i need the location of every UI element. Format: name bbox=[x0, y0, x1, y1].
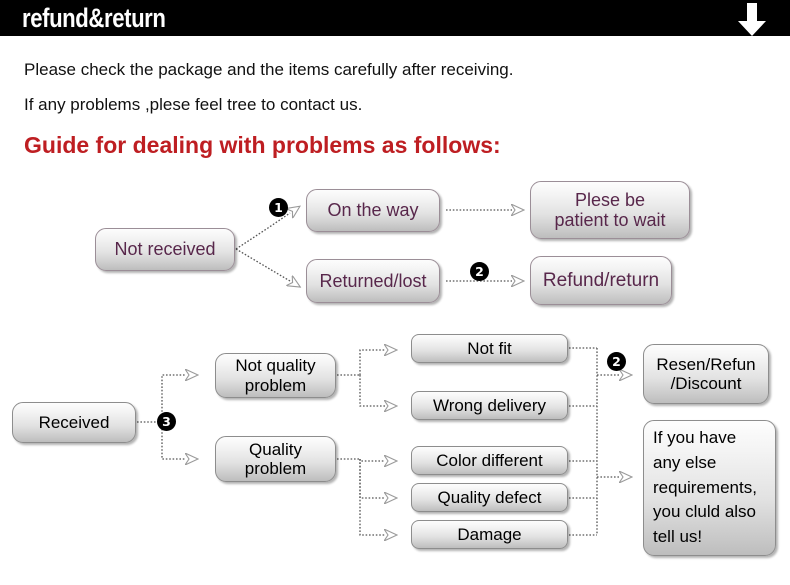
page-header-bar: refund&return bbox=[0, 0, 790, 36]
box-label-line-1: If you have bbox=[653, 428, 737, 448]
box-quality-problem[interactable]: Quality problem bbox=[215, 436, 336, 482]
box-label-line-1: Plese be bbox=[574, 189, 646, 210]
box-refund-return[interactable]: Refund/return bbox=[530, 256, 672, 305]
box-label: Quality defect bbox=[437, 487, 542, 507]
box-label-line-2: any else bbox=[653, 453, 717, 473]
box-returned-lost[interactable]: Returned/lost bbox=[306, 259, 440, 303]
box-label: Not fit bbox=[467, 338, 512, 358]
box-label-line-2: patient to wait bbox=[554, 210, 666, 230]
box-quality-defect[interactable]: Quality defect bbox=[411, 483, 568, 512]
step-marker-3: 3 bbox=[157, 412, 176, 431]
box-label-line-2: /Discount bbox=[670, 374, 742, 393]
box-wrong-delivery[interactable]: Wrong delivery bbox=[411, 391, 568, 420]
box-label-line-2: problem bbox=[244, 459, 307, 478]
intro-line-2: If any problems ,plese feel tree to cont… bbox=[24, 95, 363, 114]
box-damage[interactable]: Damage bbox=[411, 520, 568, 549]
box-label: Color different bbox=[436, 450, 543, 470]
box-contact-us-note[interactable]: If you have any else requirements, you c… bbox=[643, 420, 776, 556]
box-label: Damage bbox=[457, 524, 522, 544]
guide-heading: Guide for dealing with problems as follo… bbox=[24, 132, 501, 158]
intro-line-1: Please check the package and the items c… bbox=[24, 60, 514, 79]
box-label-line-1: Quality bbox=[249, 439, 302, 459]
box-label-line-4: you cluld also bbox=[653, 502, 757, 522]
box-not-quality-problem[interactable]: Not quality problem bbox=[215, 353, 336, 398]
page-title: refund&return bbox=[22, 3, 166, 33]
box-label: Wrong delivery bbox=[432, 395, 547, 415]
step-marker-2-bottom: 2 bbox=[607, 352, 626, 371]
box-label-line-1: Resen/Refun bbox=[656, 354, 756, 374]
box-label: Returned/lost bbox=[319, 270, 427, 291]
box-color-different[interactable]: Color different bbox=[411, 446, 568, 475]
box-label-line-2: problem bbox=[244, 375, 307, 395]
box-not-received[interactable]: Not received bbox=[95, 228, 235, 271]
step-marker-2-top: 2 bbox=[470, 262, 489, 281]
step-marker-1: 1 bbox=[269, 198, 288, 217]
box-label: Received bbox=[38, 412, 110, 432]
box-not-fit[interactable]: Not fit bbox=[411, 334, 568, 363]
box-label: Not received bbox=[114, 239, 216, 260]
box-label-line-5: tell us! bbox=[653, 526, 703, 546]
box-label: On the way bbox=[327, 200, 419, 221]
down-arrow-icon bbox=[738, 3, 766, 36]
box-received[interactable]: Received bbox=[12, 402, 136, 443]
box-on-the-way[interactable]: On the way bbox=[306, 189, 440, 232]
box-label-line-1: Not quality bbox=[235, 356, 316, 376]
box-label: Refund/return bbox=[542, 269, 660, 291]
box-resend-refund-discount[interactable]: Resen/Refun /Discount bbox=[643, 344, 769, 404]
box-label-line-3: requirements, bbox=[653, 477, 757, 497]
box-plese-be-patient-to-wait[interactable]: Plese be patient to wait bbox=[530, 181, 690, 239]
